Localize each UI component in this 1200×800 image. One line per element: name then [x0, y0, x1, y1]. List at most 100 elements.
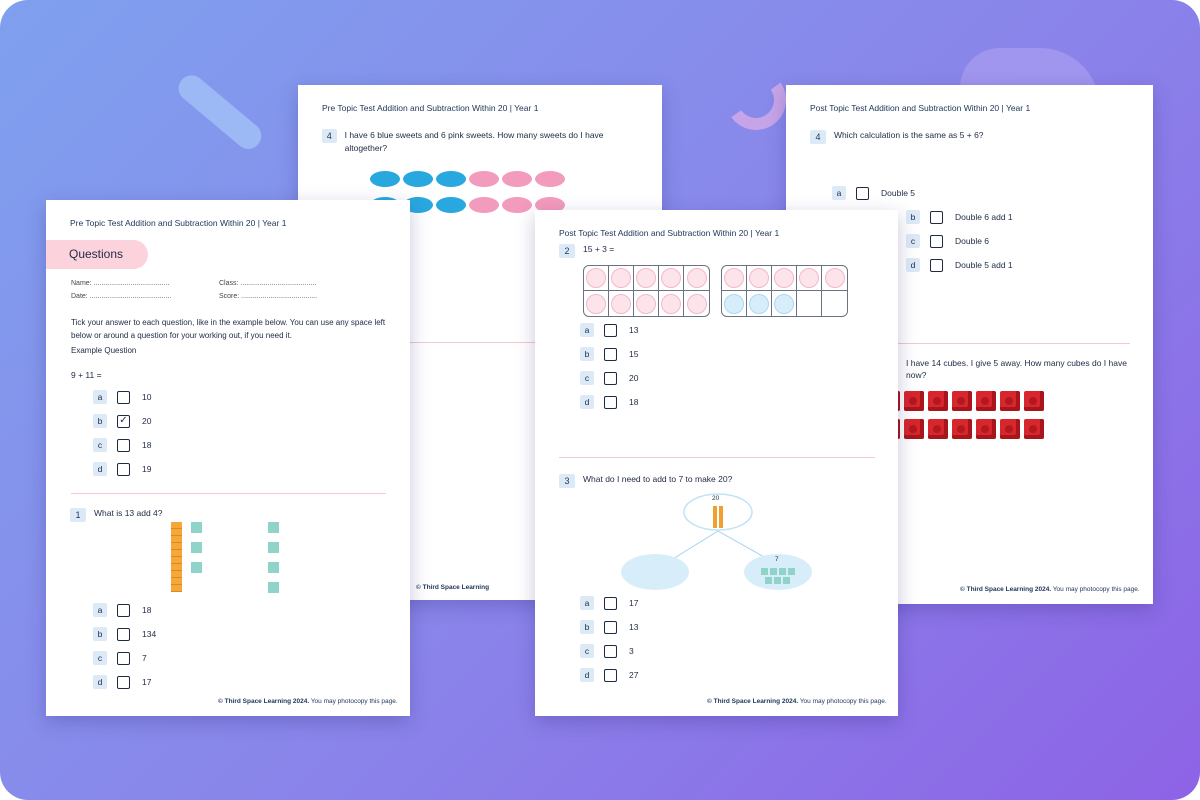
q1-option-b[interactable]: b 134: [93, 627, 156, 641]
checkbox[interactable]: [930, 210, 943, 224]
part-whole-model: [621, 493, 812, 590]
checkbox[interactable]: [604, 395, 617, 409]
checkbox[interactable]: [930, 234, 943, 248]
footer-brand: © Third Space Learning: [416, 584, 490, 591]
question-number: 2: [559, 244, 575, 258]
footer: © Third Space Learning: [416, 584, 489, 591]
checkbox[interactable]: [604, 644, 617, 658]
option-text: 13: [629, 622, 639, 632]
ten-frame-1: [583, 265, 710, 317]
option-letter: b: [93, 627, 107, 641]
checkbox[interactable]: [117, 675, 130, 689]
example-option-b[interactable]: b ✓ 20: [93, 414, 151, 428]
option-text: 18: [142, 440, 152, 450]
question-4: 4 I have 6 blue sweets and 6 pink sweets…: [322, 129, 622, 155]
option-letter: c: [580, 644, 594, 658]
checkbox[interactable]: [604, 620, 617, 634]
divider: [810, 343, 1130, 344]
checkbox[interactable]: [604, 668, 617, 682]
option-letter: b: [93, 414, 107, 428]
question-text: What do I need to add to 7 to make 20?: [583, 474, 733, 484]
checkbox[interactable]: [117, 627, 130, 641]
checkbox[interactable]: [856, 186, 869, 200]
checkbox-ticked[interactable]: ✓: [117, 414, 130, 428]
name-field[interactable]: Name: ..................................…: [71, 280, 170, 287]
option-letter: c: [93, 651, 107, 665]
checkbox[interactable]: [604, 596, 617, 610]
question-number: 4: [810, 130, 826, 144]
instructions: Tick your answer to each question, like …: [71, 318, 386, 340]
option-letter: c: [580, 371, 594, 385]
footer-brand: © Third Space Learning 2024.: [707, 698, 799, 705]
option-text: 13: [629, 325, 639, 335]
option-text: 20: [142, 416, 152, 426]
footer-brand: © Third Space Learning 2024.: [218, 698, 310, 705]
checkbox[interactable]: [117, 651, 130, 665]
question-4: 4 Which calculation is the same as 5 + 6…: [810, 130, 984, 144]
question-text: I have 14 cubes. I give 5 away. How many…: [906, 358, 1127, 380]
example-option-a[interactable]: a 10: [93, 390, 151, 404]
page-header: Pre Topic Test Addition and Subtraction …: [70, 218, 287, 228]
score-field[interactable]: Score: .................................…: [219, 293, 318, 300]
checkbox[interactable]: [117, 390, 130, 404]
option-letter: a: [93, 390, 107, 404]
option-text: 18: [629, 397, 639, 407]
option-letter: c: [906, 234, 920, 248]
decorative-shape: [173, 70, 267, 155]
checkbox[interactable]: [117, 603, 130, 617]
option-text: 19: [142, 464, 152, 474]
example-label: Example Question: [71, 346, 137, 355]
option-letter: d: [93, 462, 107, 476]
option-letter: c: [93, 438, 107, 452]
example-option-c[interactable]: c 18: [93, 438, 151, 452]
question-text: I have 6 blue sweets and 6 pink sweets. …: [344, 130, 604, 153]
option-text: 10: [142, 392, 152, 402]
question-5: I have 14 cubes. I give 5 away. How many…: [906, 357, 1136, 381]
option-text: 134: [142, 629, 157, 639]
option-letter: d: [906, 258, 920, 272]
checkbox[interactable]: [604, 347, 617, 361]
divider: [71, 493, 386, 494]
option-text: Double 5 add 1: [955, 260, 1013, 270]
question-number: 4: [322, 129, 337, 143]
question-text: What is 13 add 4?: [94, 508, 163, 518]
option-text: 18: [142, 605, 152, 615]
date-field[interactable]: Date: ..................................…: [71, 293, 172, 300]
checkbox[interactable]: [930, 258, 943, 272]
unit-cubes-icon: [268, 522, 279, 593]
whole-value: 20: [712, 495, 720, 502]
part-value: 7: [775, 556, 779, 563]
option-text: 7: [142, 653, 147, 663]
option-letter: b: [580, 347, 594, 361]
checkbox[interactable]: [604, 323, 617, 337]
footer: © Third Space Learning 2024. You may pho…: [707, 698, 887, 705]
divider: [322, 342, 642, 343]
class-field[interactable]: Class: .................................…: [219, 280, 317, 287]
option-d[interactable]: d Double 5 add 1: [906, 258, 1013, 272]
example-option-d[interactable]: d 19: [93, 462, 151, 476]
checkbox[interactable]: [117, 438, 130, 452]
decorative-shape: [721, 65, 791, 135]
option-letter: b: [906, 210, 920, 224]
checkbox[interactable]: [117, 462, 130, 476]
checkbox[interactable]: [604, 371, 617, 385]
cubes-illustration: [878, 391, 1088, 441]
option-letter: a: [832, 186, 846, 200]
worksheet-post-test-front: Post Topic Test Addition and Subtraction…: [535, 210, 898, 716]
